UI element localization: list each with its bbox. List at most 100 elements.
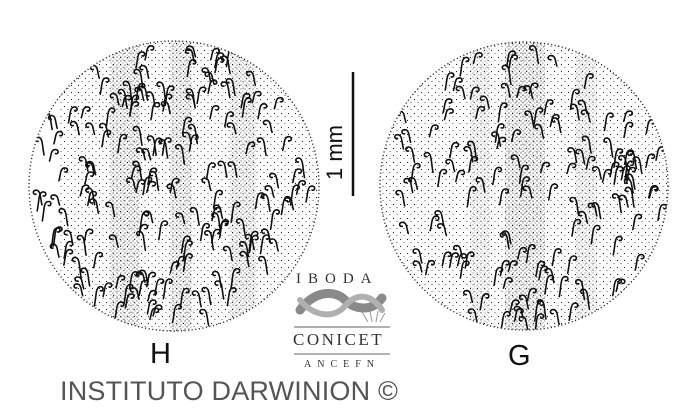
- hair-mark: [143, 210, 154, 224]
- hair-mark: [161, 137, 172, 156]
- hair-mark: [501, 230, 512, 245]
- hair-mark: [86, 190, 98, 207]
- hair-mark: [452, 77, 463, 92]
- hair-mark: [114, 301, 125, 319]
- hair-mark: [510, 129, 522, 142]
- scale-bar-label: 1 mm: [322, 125, 347, 180]
- hair-mark: [241, 97, 252, 118]
- logo-iboda-text: IBODA: [296, 271, 379, 287]
- hair-mark: [211, 270, 223, 289]
- hair-mark: [117, 88, 128, 110]
- hair-mark: [109, 92, 120, 106]
- hair-mark: [71, 256, 82, 279]
- hair-mark: [92, 251, 104, 269]
- hair-mark: [547, 183, 559, 201]
- hair-mark: [182, 240, 193, 261]
- hair-mark: [210, 228, 222, 244]
- hair-mark: [498, 188, 510, 206]
- hair-mark: [181, 116, 193, 134]
- hair-mark: [580, 109, 591, 123]
- hair-mark: [449, 141, 460, 159]
- hair-mark: [144, 44, 155, 61]
- panel-h-hairs: [32, 44, 316, 326]
- hair-mark: [115, 274, 126, 289]
- hair-mark: [217, 160, 228, 178]
- hair-mark: [519, 176, 531, 198]
- hair-mark: [214, 280, 225, 300]
- hair-mark: [189, 206, 200, 226]
- hair-mark: [80, 106, 91, 119]
- hair-mark: [158, 138, 169, 159]
- panel-h: [28, 40, 320, 332]
- hair-mark: [158, 220, 169, 241]
- hair-mark: [624, 186, 635, 208]
- hair-mark: [459, 56, 470, 77]
- hair-mark: [645, 153, 656, 168]
- hair-mark: [525, 243, 536, 264]
- hair-mark: [401, 128, 412, 143]
- panel-g: [379, 41, 669, 331]
- hair-mark: [53, 130, 64, 145]
- hair-mark: [603, 112, 614, 132]
- hair-mark: [569, 196, 580, 217]
- hair-mark: [583, 72, 594, 89]
- hair-mark: [549, 113, 560, 128]
- hair-mark: [472, 51, 483, 65]
- panel-g-label: G: [508, 340, 531, 372]
- hair-mark: [230, 201, 241, 223]
- hair-mark: [568, 302, 579, 322]
- hair-mark: [625, 166, 637, 184]
- hair-mark: [125, 177, 137, 190]
- hair-mark: [154, 278, 165, 294]
- hair-mark: [164, 85, 175, 107]
- hair-mark: [549, 308, 560, 326]
- hair-mark: [179, 287, 190, 308]
- hair-mark: [73, 283, 84, 297]
- hair-mark: [551, 247, 562, 267]
- hair-mark: [268, 172, 280, 189]
- hair-mark: [76, 234, 87, 256]
- hair-mark: [225, 77, 236, 97]
- hair-mark: [201, 286, 212, 306]
- hair-mark: [442, 98, 453, 114]
- hair-mark: [591, 201, 602, 220]
- hair-mark: [141, 147, 152, 161]
- hair-mark: [93, 285, 104, 307]
- hair-mark: [445, 158, 456, 173]
- panel-h-label: H: [150, 338, 171, 370]
- hair-mark: [466, 185, 477, 208]
- hair-mark: [268, 238, 279, 252]
- hair-mark: [105, 201, 116, 218]
- hair-mark: [41, 200, 52, 222]
- hair-mark: [83, 228, 94, 244]
- hair-mark: [493, 266, 504, 287]
- hair-mark: [459, 260, 470, 279]
- hair-mark: [623, 121, 634, 139]
- hair-mark: [395, 189, 406, 207]
- panel-g-rib-left: [470, 42, 490, 330]
- hair-mark: [581, 135, 592, 154]
- hair-mark: [522, 185, 533, 199]
- hair-mark: [257, 102, 268, 120]
- hair-mark: [475, 176, 486, 193]
- panel-h-outline: [28, 40, 320, 332]
- hair-mark: [199, 222, 211, 242]
- hair-mark: [212, 189, 224, 209]
- hair-mark: [533, 107, 544, 126]
- hair-mark: [455, 169, 466, 183]
- hair-mark: [162, 278, 173, 300]
- hair-mark: [601, 168, 613, 183]
- hair-mark: [623, 149, 635, 166]
- hair-mark: [226, 286, 237, 307]
- hair-mark: [222, 245, 233, 262]
- hair-mark: [264, 184, 275, 198]
- hair-mark: [169, 177, 180, 194]
- hair-mark: [199, 308, 210, 326]
- hair-mark: [590, 224, 601, 245]
- hair-mark: [84, 162, 96, 175]
- hair-mark: [34, 136, 45, 156]
- hair-mark: [502, 276, 513, 289]
- hair-mark: [510, 154, 521, 169]
- hair-mark: [551, 117, 562, 134]
- hair-mark: [534, 123, 545, 139]
